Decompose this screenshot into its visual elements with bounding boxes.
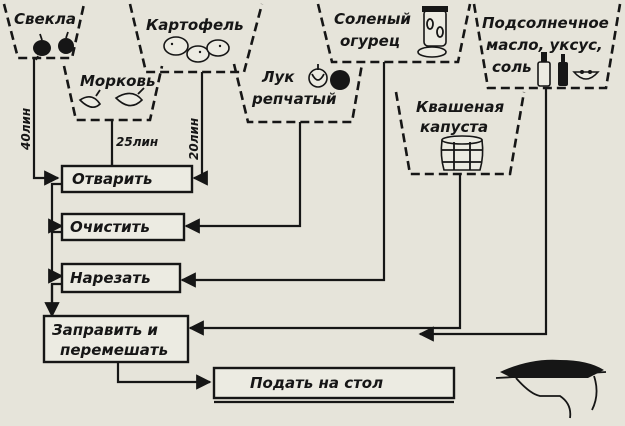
label-oil-3: соль <box>492 58 532 76</box>
step-peel-label: Очистить <box>70 218 150 236</box>
step-cut-box: Нарезать <box>60 262 182 294</box>
barrel-icon <box>440 135 484 171</box>
hand-icon <box>515 375 598 419</box>
flow-lines <box>32 58 548 390</box>
label-pickle-2: огурец <box>340 32 400 50</box>
label-carrot: Морковь <box>80 72 155 90</box>
label-onion-2: репчатый <box>251 90 337 108</box>
label-sauerkraut-1: Квашеная <box>416 98 504 116</box>
qty-potato: 20лин <box>187 118 201 160</box>
step-boil-box: Отварить <box>60 164 194 194</box>
qty-beet: 40лин <box>19 108 33 151</box>
qty-carrot: 25лин <box>116 135 158 149</box>
step-cut-label: Нарезать <box>70 269 151 287</box>
label-onion-1: Лук <box>261 68 295 86</box>
onion-icon <box>308 64 350 90</box>
carrot-icon <box>78 87 145 108</box>
label-oil-1: Подсолнечное <box>482 14 609 32</box>
potato-icon <box>163 36 230 63</box>
salad-bowl-icon <box>495 359 607 379</box>
label-oil-2: масло, уксус, <box>486 36 603 54</box>
label-beet: Свекла <box>14 10 76 28</box>
label-potato: Картофель <box>146 16 244 34</box>
tray-onion <box>232 63 364 124</box>
beet-icon <box>33 31 74 61</box>
jar-icon <box>417 6 448 58</box>
step-dress-box: Заправить и перемешать <box>42 314 190 364</box>
bottle-icon <box>537 52 600 87</box>
step-dress-label-1: Заправить и <box>52 321 158 339</box>
step-peel-box: Очистить <box>60 212 186 242</box>
label-pickle-1: Соленый <box>334 10 411 28</box>
tray-pickle <box>316 3 472 64</box>
step-serve-label: Подать на стол <box>250 374 383 392</box>
tray-potato <box>128 3 264 74</box>
label-sauerkraut-2: капуста <box>420 118 488 136</box>
step-boil-label: Отварить <box>72 170 153 188</box>
step-dress-label-2: перемешать <box>60 341 168 359</box>
step-serve-box: Подать на стол <box>212 366 456 404</box>
